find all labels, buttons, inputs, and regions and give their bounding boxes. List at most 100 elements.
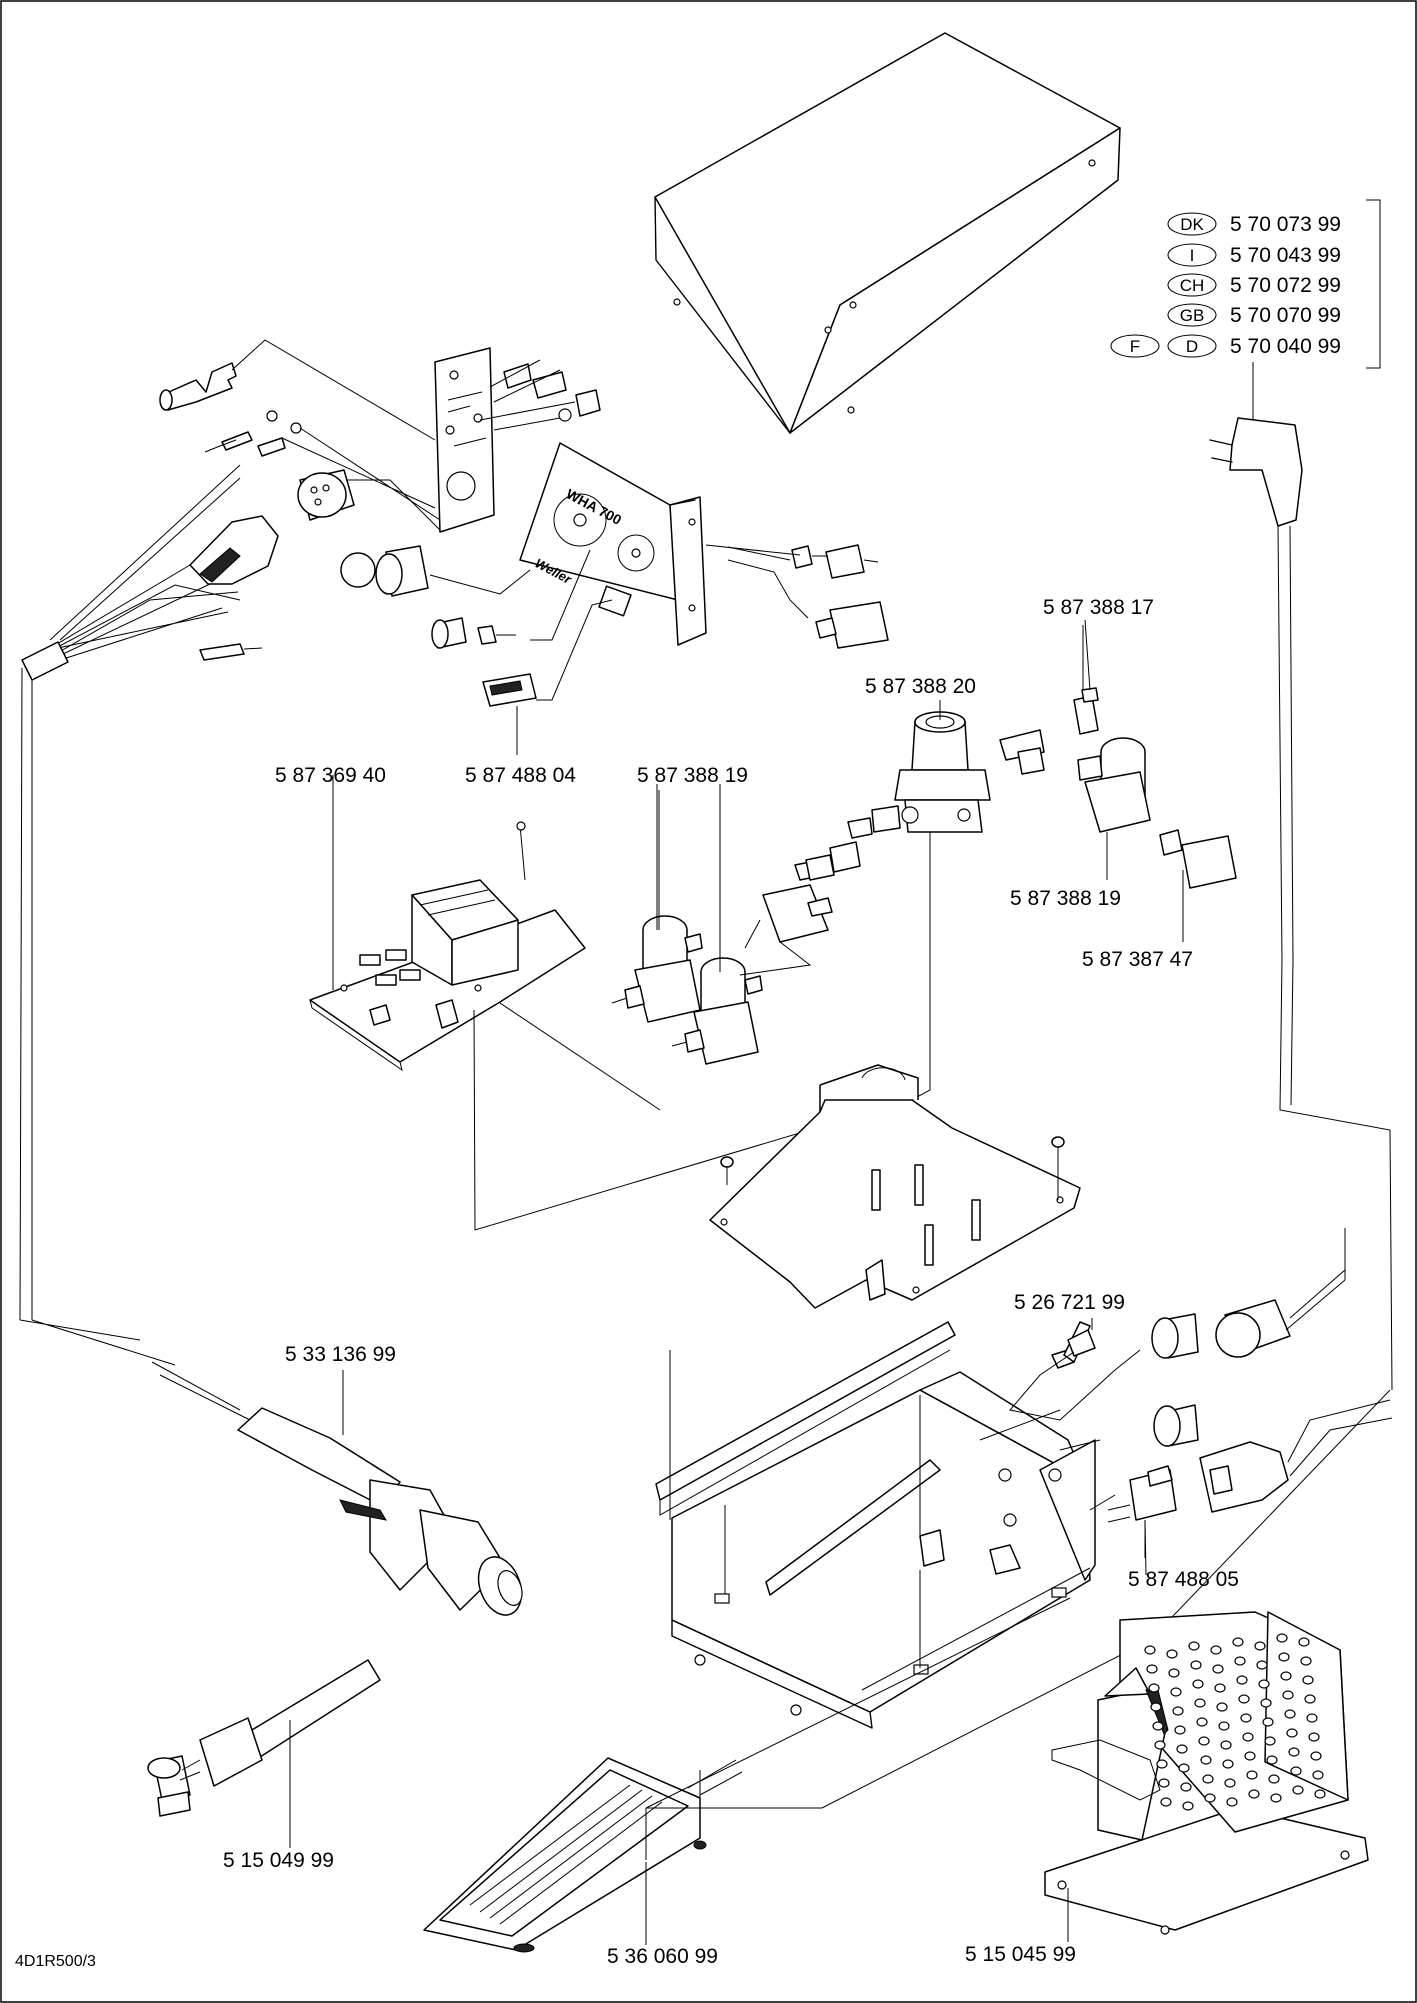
holder-perforation (1148, 1683, 1160, 1693)
holder-perforation (1226, 1797, 1238, 1807)
holder-perforation (1178, 1763, 1190, 1773)
holder-perforation (1200, 1755, 1212, 1765)
holder-perforation (1280, 1671, 1292, 1681)
part-number-foot-pedal: 5 36 060 99 (607, 1945, 718, 1968)
holder-perforation (1174, 1725, 1186, 1735)
holder-perforation (1214, 1683, 1226, 1693)
vacuum-pen (147, 1659, 381, 1848)
holder-perforation (1190, 1660, 1202, 1670)
front-connectors (1009, 1228, 1393, 1576)
holder-perforation (1188, 1641, 1200, 1651)
holder-perforation (1168, 1668, 1180, 1678)
holder-perforation (1236, 1675, 1248, 1685)
rear-hardware (159, 339, 601, 521)
cord-part-number: 5 70 043 99 (1230, 244, 1341, 267)
holder-perforation (1192, 1679, 1204, 1689)
holder-perforation (1266, 1755, 1278, 1765)
holder-perforation (1292, 1785, 1304, 1795)
regulator-assembly (805, 700, 1045, 1121)
holder-perforation (1290, 1766, 1302, 1776)
holder-perforation (1300, 1656, 1312, 1666)
cord-variant-d-f: F D 5 70 040 99 (1110, 334, 1341, 358)
holder-perforation (1268, 1774, 1280, 1784)
cord-variant-i: I 5 70 043 99 (1167, 243, 1341, 267)
country-code: I (1190, 246, 1195, 265)
holder-perforation (1312, 1770, 1324, 1780)
part-number-switch: 5 87 488 04 (465, 764, 576, 787)
leader-lines (289, 625, 1184, 1945)
holder-perforation (1220, 1740, 1232, 1750)
hot-air-pencil (237, 1370, 523, 1616)
holder-perforation (1146, 1664, 1158, 1674)
holder-perforation (1222, 1759, 1234, 1769)
pcb-assembly (309, 775, 911, 1231)
holder-perforation (1264, 1736, 1276, 1746)
drawing-reference: 4D1R500/3 (15, 1953, 96, 1970)
part-number-labels: 5 87 388 17 5 87 388 20 5 87 488 04 5 87… (223, 596, 1239, 1968)
holder-perforation (1284, 1709, 1296, 1719)
holder-perforation (1302, 1675, 1314, 1685)
holder-perforation (1260, 1698, 1272, 1708)
holder-perforation (1242, 1732, 1254, 1742)
part-number-regulator: 5 87 388 20 (865, 675, 976, 698)
cord-variant-ch: CH 5 70 072 99 (1167, 273, 1341, 297)
part-number-valve-17: 5 87 388 17 (1043, 596, 1154, 619)
cord-variant-gb: GB 5 70 070 99 (1167, 303, 1341, 327)
holder-perforation (1278, 1652, 1290, 1662)
holder-perforation (1198, 1736, 1210, 1746)
holder-perforation (1310, 1751, 1322, 1761)
holder-perforation (1304, 1694, 1316, 1704)
mounting-plate (709, 1064, 1081, 1309)
cord-part-number: 5 70 040 99 (1230, 335, 1341, 358)
holder-perforation (1270, 1793, 1282, 1803)
cord-variant-dk: DK 5 70 073 99 (1167, 212, 1341, 236)
part-number-vacuum-pen: 5 15 049 99 (223, 1849, 334, 1872)
holder-perforation (1306, 1713, 1318, 1723)
country-code: D (1186, 337, 1198, 356)
holder-perforation (1238, 1694, 1250, 1704)
housing-cover (654, 32, 1121, 434)
holder-perforation (1160, 1797, 1172, 1807)
part-number-socket-pin: 5 26 721 99 (1014, 1291, 1125, 1314)
chassis (655, 1321, 1096, 1729)
holder-perforation (1248, 1789, 1260, 1799)
front-knobs-and-switch (340, 545, 613, 755)
part-number-valve-19-right: 5 87 388 19 (1010, 887, 1121, 910)
holder-perforation (1240, 1713, 1252, 1723)
holder-perforation (1282, 1690, 1294, 1700)
mains-cord-variants: DK 5 70 073 99 I 5 70 043 99 CH 5 70 072… (1110, 199, 1381, 369)
holder-perforation (1298, 1637, 1310, 1647)
foot-pedal (423, 1389, 1391, 1953)
solenoid-valves-left (611, 784, 833, 1065)
mains-plug (1209, 362, 1393, 1391)
country-code: CH (1180, 276, 1205, 295)
cord-part-number: 5 70 072 99 (1230, 274, 1341, 297)
holder-perforation (1224, 1778, 1236, 1788)
holder-perforation (1176, 1744, 1188, 1754)
holder-perforation (1172, 1706, 1184, 1716)
part-number-pcb: 5 87 369 40 (275, 764, 386, 787)
cord-part-number: 5 70 073 99 (1230, 213, 1341, 236)
holder-perforation (1150, 1702, 1162, 1712)
holder-perforation (1276, 1633, 1288, 1643)
holder-perforation (1156, 1759, 1168, 1769)
holder-perforation (1154, 1740, 1166, 1750)
holder-perforation (1166, 1649, 1178, 1659)
holder-perforation (1232, 1637, 1244, 1647)
holder-perforation (1216, 1702, 1228, 1712)
holder-perforation (1288, 1747, 1300, 1757)
country-code: DK (1180, 215, 1204, 234)
holder-perforation (1204, 1793, 1216, 1803)
country-code: GB (1180, 306, 1205, 325)
holder-grid-holes (1144, 1633, 1326, 1811)
holder-perforation (1308, 1732, 1320, 1742)
holder-perforation (1182, 1801, 1194, 1811)
holder-perforation (1258, 1679, 1270, 1689)
holder-perforation (1234, 1656, 1246, 1666)
holder-perforation (1144, 1645, 1156, 1655)
holder-perforation (1212, 1664, 1224, 1674)
holder-perforation (1256, 1660, 1268, 1670)
holder-perforation (1244, 1751, 1256, 1761)
rear-bracket (434, 347, 495, 533)
